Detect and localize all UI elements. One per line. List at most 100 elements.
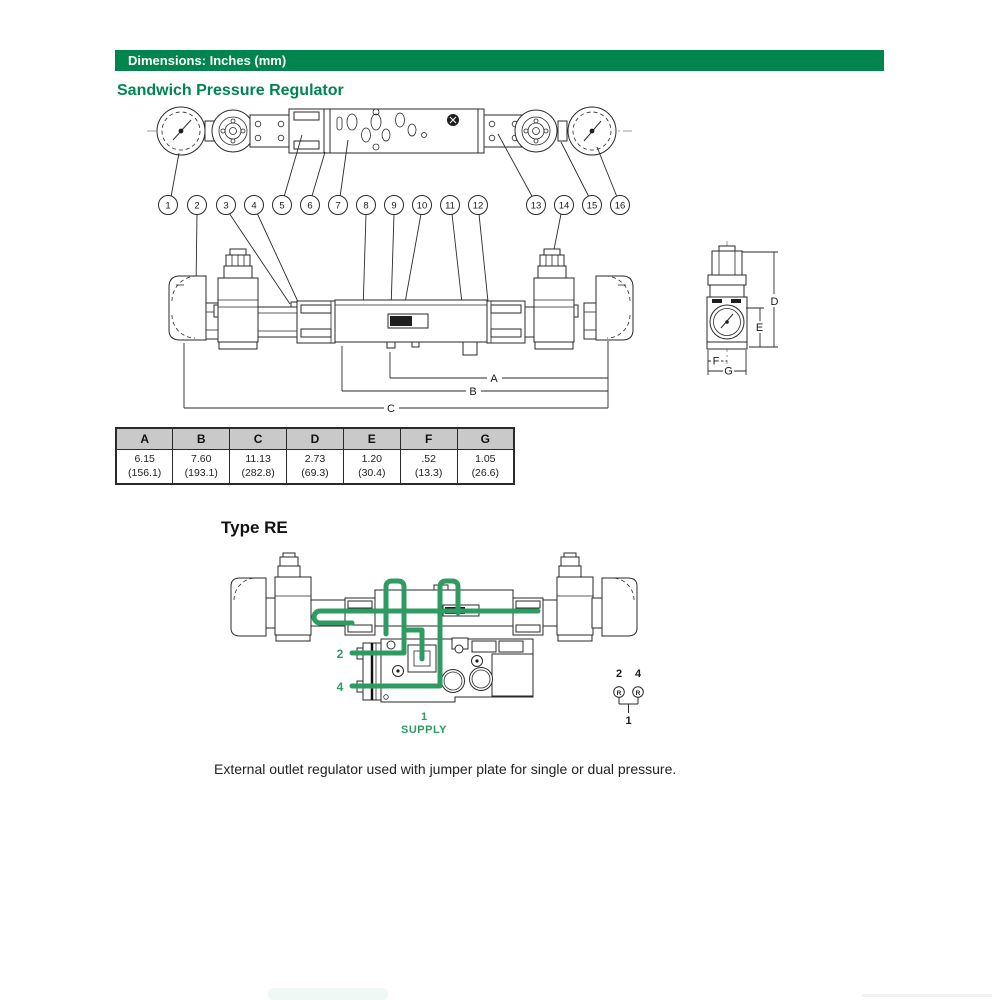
dim-value-a: 6.15(156.1)	[115, 449, 174, 485]
col-header-d: D	[286, 427, 344, 450]
type-re-heading: Type RE	[221, 518, 288, 537]
valve-body	[356, 637, 534, 703]
dimension-table: A B C D E F G 6.15(156.1) 7.60(193.1) 11…	[115, 427, 515, 486]
callout-2: 2	[187, 195, 207, 215]
dimension-table-header-row: A B C D E F G	[115, 427, 515, 450]
port-label-1: 1	[421, 711, 427, 723]
gauge-top-left	[156, 106, 206, 156]
flange-top-right	[514, 109, 558, 153]
dim-label-c: C	[387, 403, 395, 415]
main-technical-drawing: 1 2 3 4 5 6 7 8 9 10 11 12 13 14 15 16	[147, 106, 780, 415]
sandwich-top-left	[288, 108, 325, 154]
svg-text:9: 9	[391, 201, 396, 212]
col-header-f: F	[399, 427, 458, 450]
scan-artifact-left	[268, 988, 388, 1000]
dim-label-e: E	[756, 322, 763, 334]
svg-text:1: 1	[165, 201, 170, 212]
gauge-side	[709, 304, 745, 340]
svg-text:R: R	[617, 690, 622, 697]
dim-label-g: G	[724, 366, 733, 378]
flange-top-left	[211, 109, 255, 153]
svg-text:13: 13	[531, 201, 542, 212]
flow-path	[311, 578, 541, 689]
schematic-label-4: 4	[635, 668, 642, 680]
col-header-b: B	[172, 427, 231, 450]
svg-text:10: 10	[417, 201, 428, 212]
svg-text:14: 14	[559, 201, 570, 212]
callout-15: 15	[582, 195, 602, 215]
dim-value-f: .52(13.3)	[399, 449, 458, 485]
dim-label-d: D	[771, 296, 779, 308]
svg-text:4: 4	[251, 201, 256, 212]
col-header-c: C	[229, 427, 288, 450]
dimension-lines-abc: A B C	[183, 341, 609, 415]
col-header-g: G	[456, 427, 515, 450]
dim-value-b: 7.60(193.1)	[172, 449, 231, 485]
callout-11: 11	[440, 195, 460, 215]
regulator-re-right	[556, 552, 594, 642]
dimensions-header-label: Dimensions: Inches (mm)	[128, 53, 287, 68]
dim-label-f: F	[713, 356, 720, 368]
elbow-re-left	[230, 577, 277, 637]
svg-text:16: 16	[615, 201, 626, 212]
pipe-front-left	[257, 306, 298, 338]
page-title: Sandwich Pressure Regulator	[117, 82, 344, 99]
col-header-a: A	[115, 427, 174, 450]
caption-text: External outlet regulator used with jump…	[214, 761, 677, 777]
dim-value-c: 11.13(282.8)	[229, 449, 288, 485]
callout-13: 13	[526, 195, 546, 215]
schematic-label-1: 1	[625, 715, 631, 727]
callout-1: 1	[158, 195, 178, 215]
type-re-diagram: 2 4 1 SUPPLY 2 4 R R 1	[230, 552, 644, 736]
supply-label: SUPPLY	[401, 724, 447, 736]
sandwich-re-right	[512, 597, 544, 636]
callout-3: 3	[216, 195, 236, 215]
port-label-2: 2	[337, 647, 344, 661]
elbow-re-right	[591, 577, 638, 637]
callout-8: 8	[356, 195, 376, 215]
callout-balloons: 1 2 3 4 5 6 7 8 9 10 11 12 13 14 15 16	[158, 195, 630, 215]
regulator-re-left	[274, 552, 312, 642]
type-re-assembly	[230, 552, 638, 642]
svg-text:12: 12	[473, 201, 484, 212]
sandwich-front-left	[296, 300, 336, 344]
callout-5: 5	[272, 195, 292, 215]
col-header-e: E	[342, 427, 401, 450]
elbow-front-left	[168, 275, 219, 341]
dimensions-header-bar: Dimensions: Inches (mm)	[115, 50, 884, 71]
gauge-top-right	[567, 106, 617, 156]
svg-text:11: 11	[445, 201, 455, 212]
schematic-symbol: 2 4 R R 1	[613, 668, 644, 727]
callout-16: 16	[610, 195, 630, 215]
callout-10: 10	[412, 195, 432, 215]
dim-value-e: 1.20(30.4)	[342, 449, 401, 485]
manifold-top	[329, 108, 479, 154]
sandwich-re-left	[344, 597, 376, 636]
svg-text:15: 15	[587, 201, 598, 212]
callout-6: 6	[300, 195, 320, 215]
side-view: D E F G	[706, 241, 780, 378]
svg-text:3: 3	[223, 201, 228, 212]
callout-7: 7	[328, 195, 348, 215]
top-view	[147, 106, 634, 156]
dim-value-d: 2.73(69.3)	[286, 449, 344, 485]
sandwich-front-right	[486, 300, 526, 344]
dim-value-g: 1.05(26.6)	[456, 449, 515, 485]
manifold-front	[334, 299, 488, 356]
port-label-4: 4	[337, 680, 344, 694]
regulator-front-left	[213, 248, 259, 350]
callout-9: 9	[384, 195, 404, 215]
callout-14: 14	[554, 195, 574, 215]
dimension-table-value-row: 6.15(156.1) 7.60(193.1) 11.13(282.8) 2.7…	[115, 449, 515, 485]
regulator-front-right	[533, 248, 579, 350]
callout-4: 4	[244, 195, 264, 215]
plate-top-left	[249, 114, 291, 148]
front-view	[168, 248, 634, 356]
svg-text:7: 7	[335, 201, 340, 212]
svg-text:8: 8	[363, 201, 368, 212]
schematic-label-2: 2	[616, 668, 622, 680]
svg-text:5: 5	[279, 201, 284, 212]
callout-12: 12	[468, 195, 488, 215]
svg-text:2: 2	[194, 201, 199, 212]
